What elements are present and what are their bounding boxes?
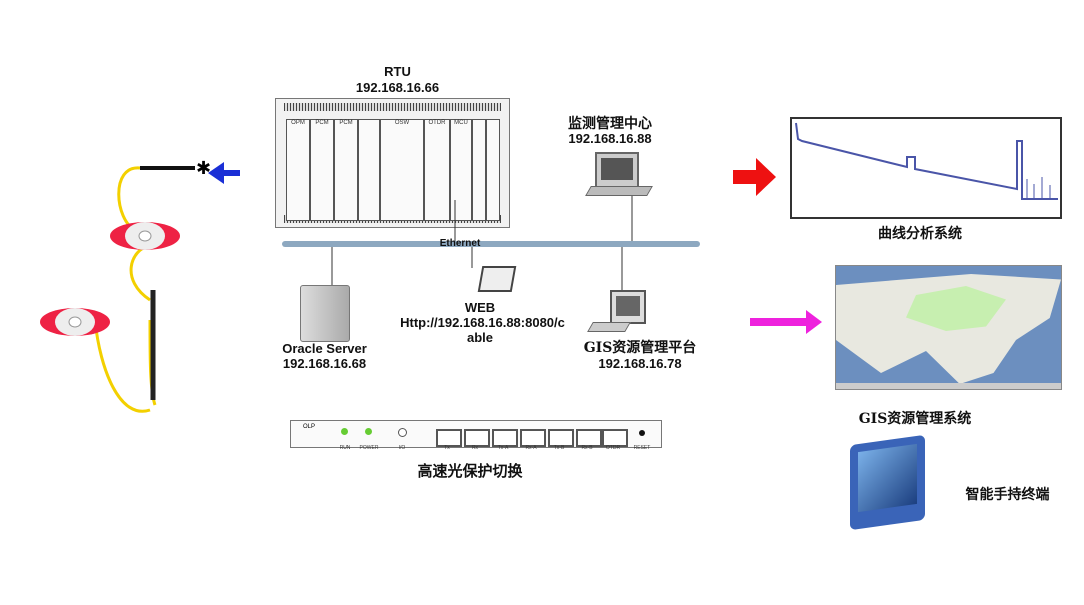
- led-label: I/O: [398, 445, 406, 451]
- olp-caption: 高速光保护切换: [417, 462, 523, 480]
- workstation-icon: [610, 290, 646, 324]
- run-led: [341, 428, 348, 435]
- web-url-line1: Http://192.168.16.88:8080/c: [400, 315, 565, 330]
- led-label: POWER: [359, 445, 379, 451]
- led-label: RUN: [339, 445, 351, 451]
- rack-module: PCM: [334, 119, 358, 221]
- gis-platform-ip: 192.168.16.78: [598, 356, 682, 371]
- curve-system-label: 曲线分析系统: [878, 226, 962, 242]
- ethernet-bus: [282, 241, 700, 247]
- rtu-rack: OPM PCM PCM OSW OTDR MCU: [275, 98, 510, 228]
- oracle-title: Oracle Server: [282, 341, 367, 356]
- reset-label: RESET: [633, 445, 651, 451]
- red-arrow: [733, 158, 776, 196]
- magenta-arrow: [750, 310, 822, 334]
- rack-module: MCU: [450, 119, 472, 221]
- handheld-terminal-icon: [850, 434, 925, 531]
- rack-module: [486, 119, 500, 221]
- port-label: Tx-B: [553, 445, 565, 451]
- rtu-ip: 192.168.16.66: [355, 80, 440, 95]
- rtu-title: RTU: [384, 64, 411, 79]
- olp-title: OLP: [303, 424, 316, 430]
- rack-module: OTDR: [424, 119, 450, 221]
- handheld-label: 智能手持终端: [965, 487, 1050, 503]
- power-led: [365, 428, 372, 435]
- rack-module: OSW: [380, 119, 424, 221]
- port-label: Rx: [471, 445, 479, 451]
- reset-button[interactable]: [639, 430, 645, 436]
- port-label: OTDR: [605, 445, 621, 451]
- gis-platform-title: GIS资源管理平台: [583, 340, 697, 356]
- port-label: Tx-A: [497, 445, 509, 451]
- rack-module: [472, 119, 486, 221]
- monitor-center-title: 监测管理中心: [568, 116, 652, 132]
- desktop-computer-icon: [595, 152, 639, 188]
- gis-map-window: [835, 265, 1062, 390]
- io-led: [398, 428, 407, 437]
- port-label: Rx-B: [581, 445, 593, 451]
- blue-arrow: [208, 162, 240, 184]
- svg-text:✱: ✱: [196, 158, 211, 178]
- laptop-icon: [477, 266, 517, 292]
- olp-device: OLP RUN POWER I/O Tx Rx Tx-A Rx-A Tx-B R…: [290, 420, 662, 451]
- monitor-center-ip: 192.168.16.88: [568, 131, 652, 146]
- ethernet-label: Ethernet: [439, 238, 481, 249]
- rack-module: PCM: [310, 119, 334, 221]
- server-icon: [300, 285, 350, 342]
- gis-system-label: GIS资源管理系统: [858, 411, 972, 427]
- port-label: Rx-A: [525, 445, 537, 451]
- port-label: Tx: [444, 445, 450, 451]
- otdr-curve-window: [790, 117, 1062, 219]
- rack-module: [358, 119, 380, 221]
- oracle-ip: 192.168.16.68: [282, 356, 367, 371]
- web-title: WEB: [464, 300, 496, 315]
- web-url-line2: able: [466, 330, 493, 345]
- rack-module: OPM: [286, 119, 310, 221]
